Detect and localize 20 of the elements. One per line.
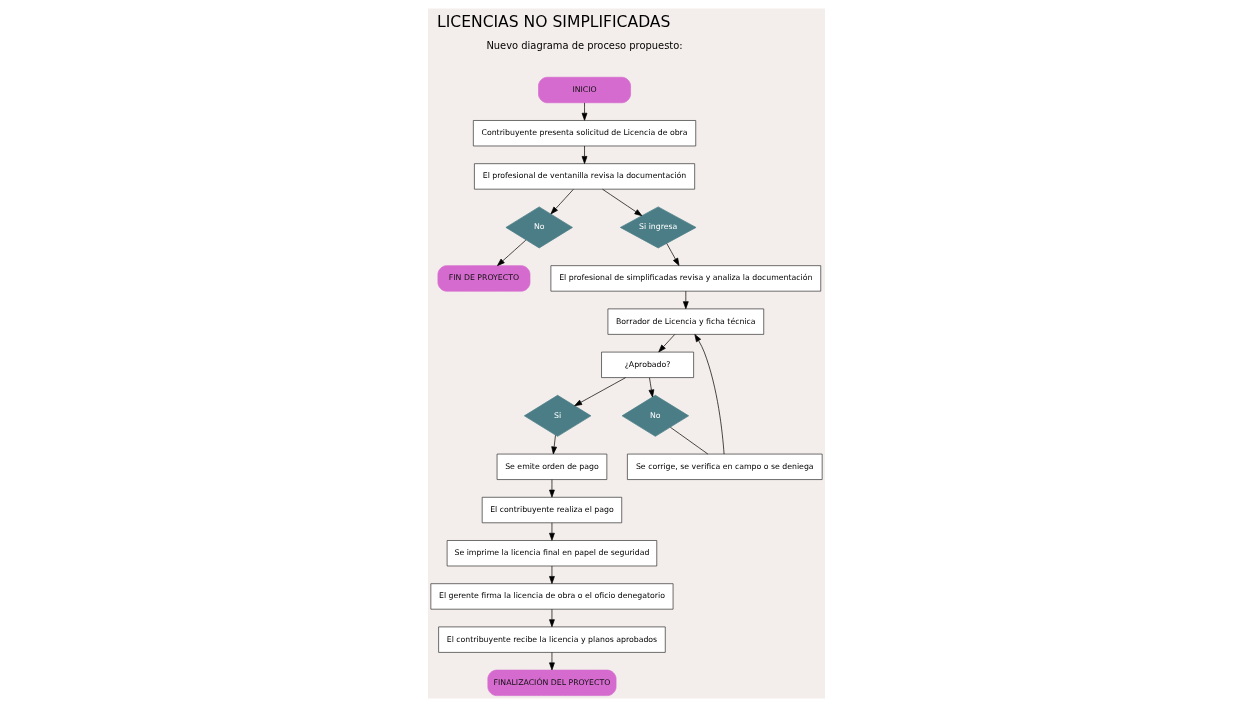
arrow [550, 189, 574, 215]
arrow [548, 479, 555, 498]
connector [669, 426, 708, 455]
arrow [581, 102, 587, 121]
arrow [693, 334, 724, 455]
arrow [548, 608, 555, 628]
arrow [657, 334, 675, 353]
arrow [573, 377, 626, 407]
arrow [665, 243, 679, 266]
arrow [548, 522, 555, 541]
arrow [548, 565, 555, 584]
arrow [496, 239, 526, 266]
label: Nuevo diagrama de proceso propuesto: [485, 40, 683, 52]
arrow [601, 188, 642, 217]
arrow [581, 145, 587, 164]
arrow [548, 652, 555, 671]
diagram-title: LICENCIAS NO SIMPLIFICADAS [436, 12, 670, 31]
arrow [648, 377, 654, 398]
arrow [550, 434, 557, 455]
arrow [682, 290, 689, 310]
